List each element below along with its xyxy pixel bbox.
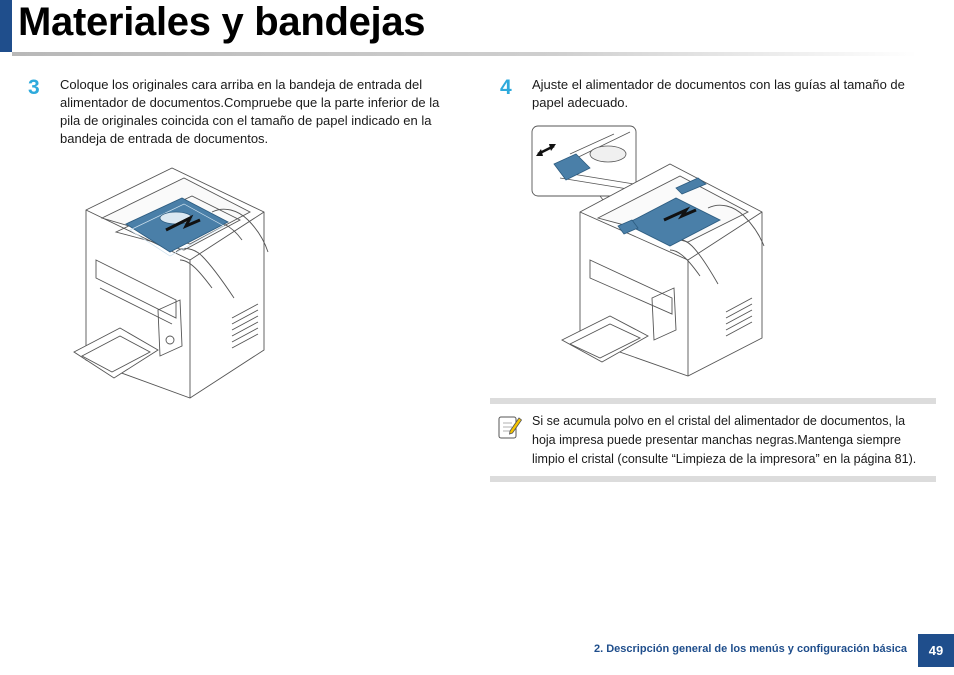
title-accent-bar — [0, 0, 12, 52]
page-number: 49 — [918, 634, 954, 667]
printer-load-originals-illustration — [73, 167, 269, 399]
step-instruction: Ajuste el alimentador de documentos con … — [532, 77, 905, 110]
printer-adjust-guides-illustration — [531, 125, 765, 377]
step-instruction: Coloque los originales cara arriba en la… — [60, 77, 440, 146]
note-pencil-icon — [498, 416, 522, 439]
step-number: 4 — [500, 76, 512, 99]
footer-chapter-link[interactable]: 2. Descripción general de los menús y co… — [594, 643, 907, 655]
note-box: Si se acumula polvo en el cristal del al… — [490, 398, 936, 482]
page-title: Materiales y bandejas — [18, 0, 426, 44]
title-divider — [12, 52, 917, 56]
step-number: 3 — [28, 76, 40, 99]
note-text: Si se acumula polvo en el cristal del al… — [532, 414, 917, 466]
